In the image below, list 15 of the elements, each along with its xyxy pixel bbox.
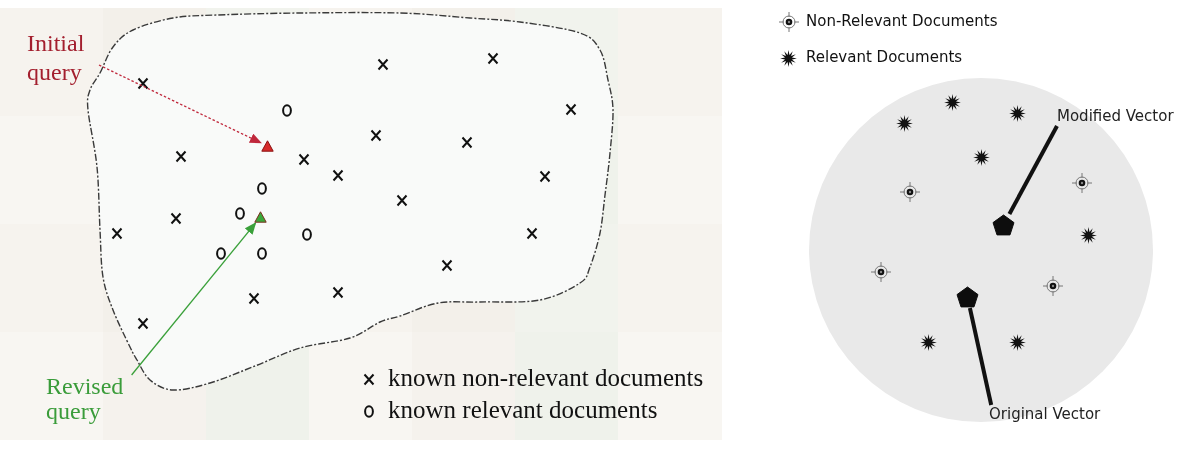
leader-line xyxy=(1007,125,1059,215)
legend-label: Relevant Documents xyxy=(806,48,963,67)
leader-line xyxy=(967,307,994,406)
callout-label: Revised query xyxy=(46,374,138,424)
legend-label: known relevant documents xyxy=(388,395,658,425)
pentagon-marker-icon xyxy=(956,286,979,308)
arrow xyxy=(98,64,262,144)
triangle-marker-icon xyxy=(261,140,274,152)
legend-label: Non-Relevant Documents xyxy=(806,12,998,31)
callout-label: Original Vector xyxy=(989,405,1101,424)
pentagon-marker-icon xyxy=(992,214,1015,236)
triangle-marker-icon xyxy=(254,211,267,223)
callout-label: Modified Vector xyxy=(1057,107,1174,126)
legend-label: known non-relevant documents xyxy=(388,363,704,393)
arrow xyxy=(130,222,257,376)
